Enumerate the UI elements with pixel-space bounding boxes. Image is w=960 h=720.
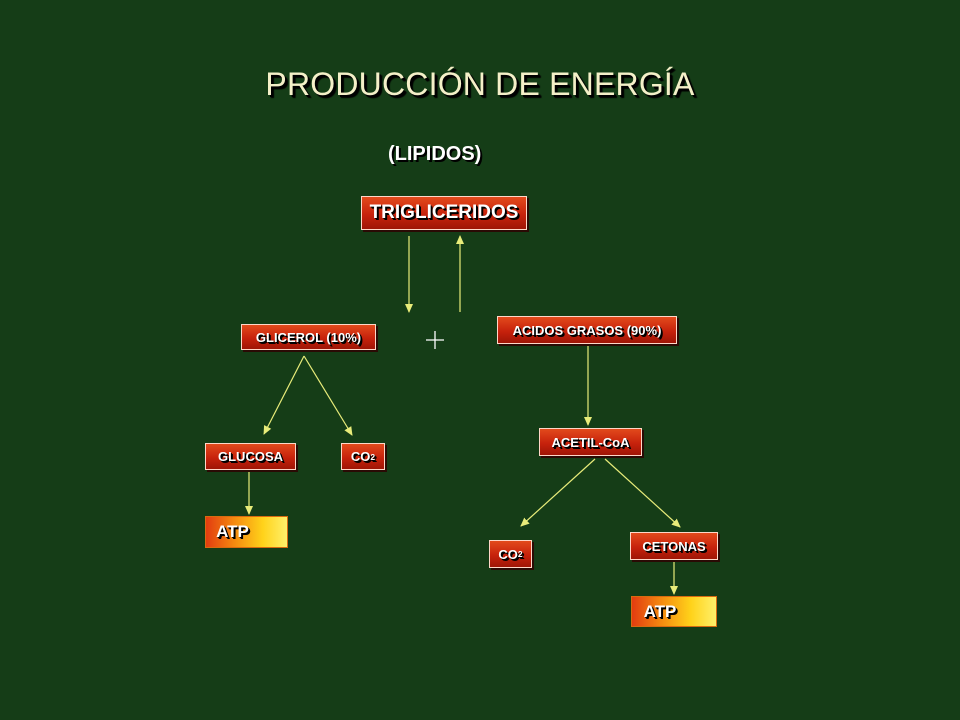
box-atp-right: ATP (631, 596, 717, 627)
box-cetonas: CETONAS (630, 532, 718, 560)
box-co2-right-subscript: 2 (517, 549, 523, 559)
box-co2-right-label: CO (498, 546, 518, 562)
box-co2-left-label: CO (350, 449, 371, 464)
box-atp-left-label: ATP (216, 522, 249, 541)
arrow-acetil-cetonas (604, 458, 681, 528)
box-co2-left-subscript: 2 (370, 451, 376, 462)
box-glicerol: GLICEROL (10%) (241, 324, 376, 350)
box-cetonas-label: CETONAS (642, 538, 706, 554)
arrow-acetil-co2 (520, 458, 596, 527)
box-glucosa-label: GLUCOSA (218, 449, 283, 464)
page-title: PRODUCCIÓN DE ENERGÍA (265, 66, 695, 102)
box-acidos-grasos: ACIDOS GRASOS (90%) (497, 316, 677, 344)
box-acetil-coa-label: ACETIL-CoA (551, 434, 630, 450)
box-trigliceridos: TRIGLICERIDOS (361, 196, 527, 230)
box-glicerol-label: GLICEROL (10%) (255, 329, 362, 345)
box-glucosa: GLUCOSA (205, 443, 296, 470)
box-trigliceridos-label: TRIGLICERIDOS (369, 202, 519, 223)
arrow-glicerol-co2 (303, 355, 353, 436)
box-atp-right-label: ATP (643, 601, 677, 621)
box-atp-left: ATP (205, 516, 288, 548)
subtitle: (LIPIDOS) (388, 143, 482, 165)
box-acidos-grasos-label: ACIDOS GRASOS (90%) (512, 322, 662, 338)
box-acetil-coa: ACETIL-CoA (539, 428, 642, 456)
arrow-glicerol-glucosa (263, 355, 305, 435)
